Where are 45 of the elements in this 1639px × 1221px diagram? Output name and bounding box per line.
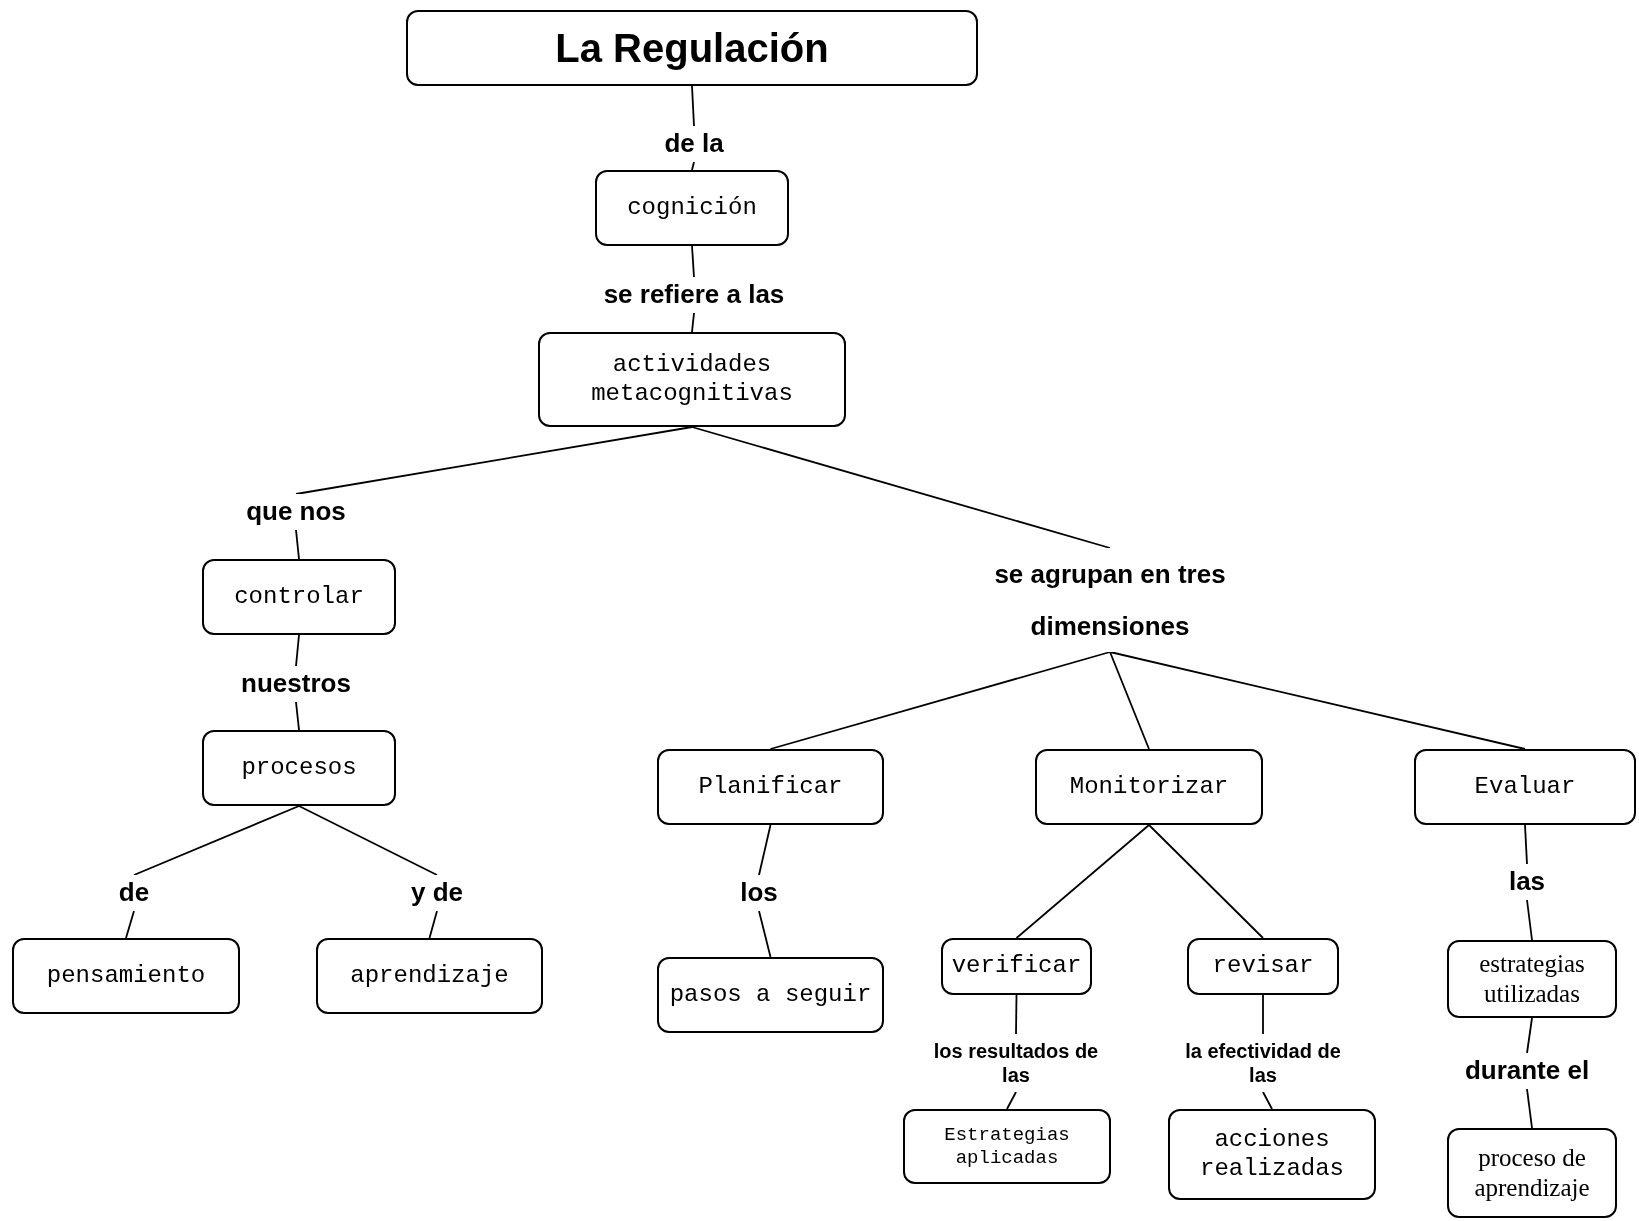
- connector-line: [758, 910, 772, 958]
- connector-line: [295, 701, 300, 731]
- concept-box: Estrategias aplicadas: [903, 1109, 1111, 1184]
- concept-box: verificar: [941, 938, 1092, 995]
- connector-line: [295, 426, 693, 495]
- connector-line: [1006, 1091, 1017, 1110]
- concept-box: procesos: [202, 730, 396, 806]
- connector-line: [1109, 651, 1150, 750]
- connector-line: [1148, 824, 1264, 939]
- connector-line: [769, 651, 1111, 750]
- connector-line: [758, 824, 772, 876]
- concept-box: acciones realizadas: [1168, 1109, 1376, 1200]
- connector-line: [298, 805, 438, 876]
- connector-line: [133, 805, 300, 876]
- concept-box: estrategias utilizadas: [1447, 940, 1617, 1018]
- concept-box: pasos a seguir: [657, 957, 884, 1033]
- connector-line: [1524, 824, 1528, 865]
- connector-line: [1262, 994, 1264, 1035]
- connector-line: [691, 85, 695, 127]
- title-box: La Regulación: [406, 10, 978, 86]
- connector-line: [1526, 1017, 1533, 1054]
- concept-box: actividades metacognitivas: [538, 332, 846, 427]
- concept-box: aprendizaje: [316, 938, 543, 1014]
- concept-box: Planificar: [657, 749, 884, 825]
- connector-line: [1526, 899, 1533, 941]
- connector-line: [1262, 1091, 1273, 1110]
- concept-box: cognición: [595, 170, 789, 246]
- connector-line: [1015, 994, 1018, 1035]
- connector-line: [691, 161, 695, 171]
- connector-line: [125, 910, 135, 939]
- concept-box: pensamiento: [12, 938, 240, 1014]
- concept-box: controlar: [202, 559, 396, 635]
- connector-line: [295, 529, 300, 560]
- connector-line: [428, 910, 438, 939]
- connector-line: [295, 634, 300, 667]
- connector-line: [691, 426, 1111, 549]
- concept-box: revisar: [1187, 938, 1339, 995]
- connector-line: [1109, 651, 1526, 750]
- concept-box: Monitorizar: [1035, 749, 1263, 825]
- concept-box: Evaluar: [1414, 749, 1636, 825]
- connector-line: [691, 245, 695, 278]
- concept-box: proceso de aprendizaje: [1447, 1128, 1617, 1218]
- connector-line: [691, 312, 695, 333]
- connector-line: [1015, 824, 1150, 939]
- connector-line: [1526, 1088, 1533, 1129]
